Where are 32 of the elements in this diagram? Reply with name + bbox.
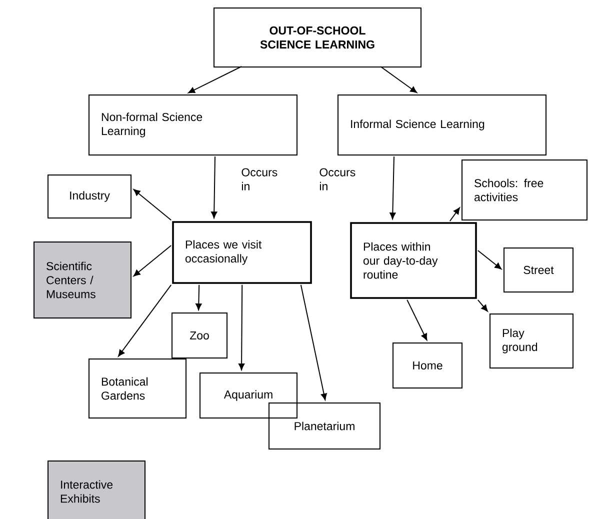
arrow <box>300 284 327 400</box>
concept-box: Planetarium <box>268 402 380 450</box>
arrow <box>133 245 172 276</box>
arrow <box>211 156 218 218</box>
arrow <box>449 207 460 222</box>
concept-box: Places we visit occasionally <box>172 221 312 284</box>
arrow <box>188 66 242 94</box>
concept-box: Home <box>392 342 462 388</box>
shaded-box: Interactive Exhibits <box>48 460 146 519</box>
arrow <box>406 299 428 340</box>
arrow <box>133 189 172 221</box>
title-box: OUT-OF-SCHOOL SCIENCE LEARNING <box>214 8 422 68</box>
concept-box: Street <box>504 248 574 292</box>
arrow <box>196 284 202 310</box>
concept-box: Schools: free activities <box>462 160 588 220</box>
arrow <box>477 250 502 270</box>
arrow <box>380 66 418 93</box>
concept-box: Informal Science Learning <box>338 94 546 156</box>
concept-box: Places within our day-to-day routine <box>350 222 477 299</box>
concept-box: Zoo <box>172 312 228 358</box>
concept-box: Play ground <box>490 314 574 368</box>
concept-box: Botanical Gardens <box>88 358 186 418</box>
shaded-box: Scientific Centers / Museums <box>34 242 132 318</box>
arrow <box>118 284 172 357</box>
arrow <box>477 299 488 312</box>
concept-box: Non-formal Science Learning <box>88 94 298 156</box>
arrow <box>390 156 396 220</box>
edge-label: Occurs in <box>242 168 278 190</box>
concept-box: Aquarium <box>200 372 298 418</box>
arrow <box>238 284 245 370</box>
concept-box: Industry <box>48 174 132 218</box>
edge-label: Occurs in <box>320 168 356 190</box>
